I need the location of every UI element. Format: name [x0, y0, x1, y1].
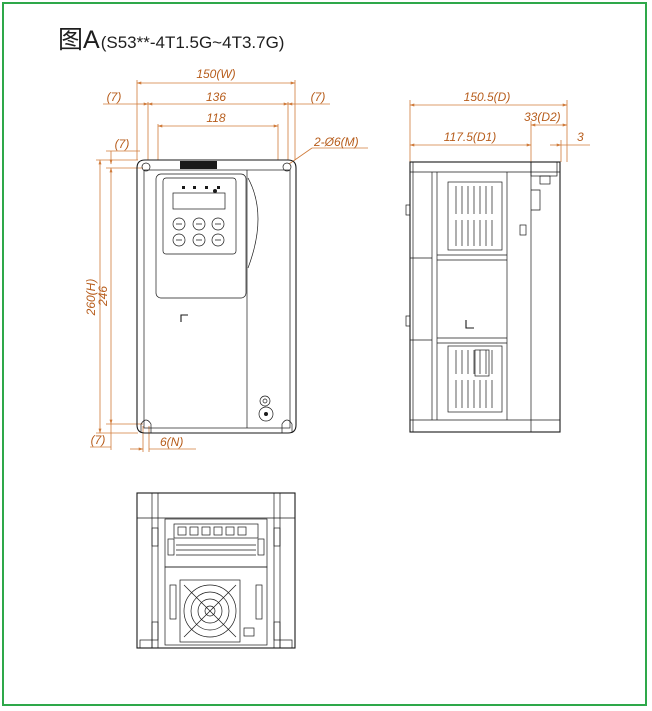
figure-title: 图A(S53**-4T1.5G~4T3.7G) [58, 20, 284, 56]
dim-side-margin-left: (7) [107, 90, 122, 104]
dim-depth: 150.5(D) [464, 90, 511, 104]
side-view: 150.5(D) 33(D2) 117.5(D1) 3 [405, 90, 590, 433]
figure-frame [2, 2, 647, 706]
dim-mount-width: 136 [206, 90, 226, 104]
figure-label: 图A [58, 26, 100, 54]
dim-slot-width: 6(N) [160, 435, 183, 449]
dim-bottom-margin: (7) [91, 433, 106, 447]
bottom-view [136, 492, 296, 649]
dim-mounting-holes: 2-Ø6(M) [313, 135, 359, 149]
model-range: (S53**-4T1.5G~4T3.7G) [100, 33, 285, 52]
dim-top-margin: (7) [115, 137, 130, 151]
dim-side-margin-right: (7) [311, 90, 326, 104]
dim-depth-d2: 33(D2) [524, 110, 561, 124]
dim-overall-width: 150(W) [196, 67, 235, 81]
dim-overall-height: 260(H) [84, 279, 98, 317]
dim-depth-d1: 117.5(D1) [444, 130, 496, 144]
dim-mount-height: 246 [96, 286, 110, 307]
front-view: 150(W) (7) 136 (7) 118 2-Ø6(M) (7) 260(H… [84, 67, 368, 452]
dim-inner-width: 118 [206, 111, 225, 125]
dim-offset: 3 [577, 130, 584, 144]
